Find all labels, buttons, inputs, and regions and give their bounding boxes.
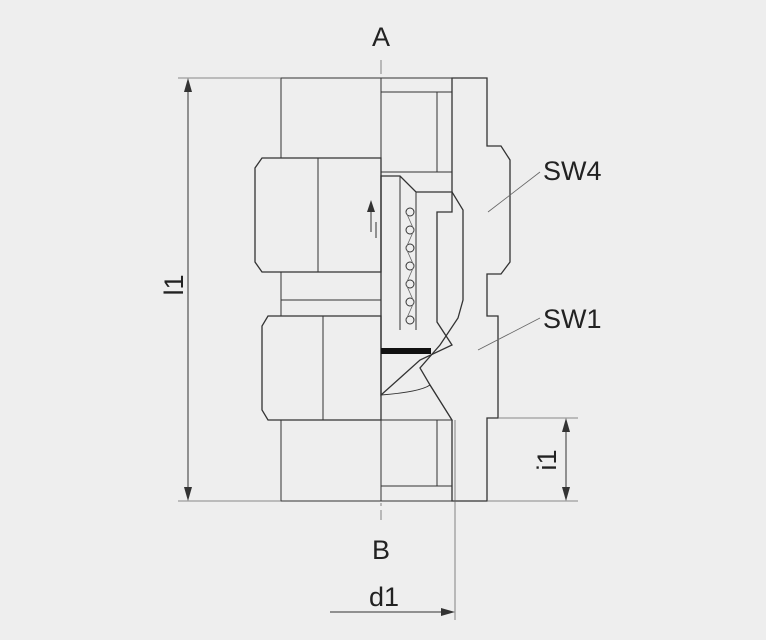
- section-view: [367, 77, 511, 502]
- spring: [405, 207, 415, 325]
- label-sw1: SW1: [543, 304, 602, 334]
- label-sw4: SW4: [543, 156, 602, 186]
- flow-arrow: [367, 200, 377, 238]
- o-ring-seal: [381, 348, 431, 354]
- label-i1: i1: [532, 449, 562, 470]
- label-d1: d1: [369, 582, 399, 612]
- label-port-b: B: [372, 535, 390, 565]
- dimension-i1: [487, 417, 578, 502]
- body-section: [419, 77, 511, 502]
- dimension-l1: [178, 77, 281, 502]
- label-port-a: A: [372, 22, 390, 52]
- label-l1: l1: [159, 274, 189, 295]
- leader-sw1: [477, 317, 541, 351]
- dimension-d1: [330, 420, 456, 620]
- leader-sw4: [487, 171, 541, 213]
- exterior-view: [254, 77, 382, 502]
